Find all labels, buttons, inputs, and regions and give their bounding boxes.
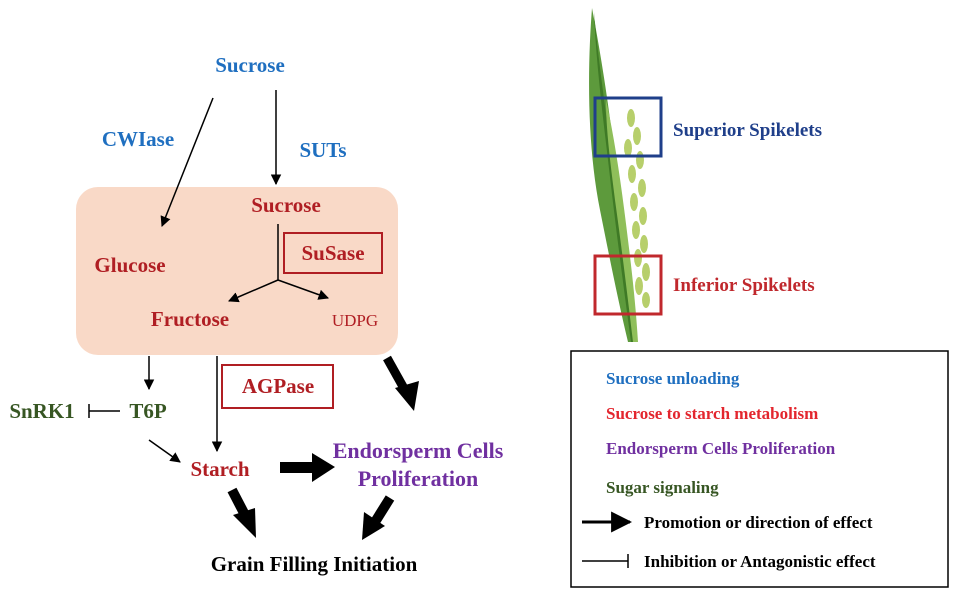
label-fructose: Fructose [151,307,229,331]
superior-spikelets-box [593,96,663,158]
label-starch: Starch [190,457,249,481]
cell-region [76,187,398,355]
legend-sucrose-unloading: Sucrose unloading [606,369,740,388]
label-sucrose-cell: Sucrose [251,193,321,217]
label-superior-spikelets: Superior Spikelets [673,120,822,141]
arrow-cwiase [160,97,214,227]
label-cwiase: CWIase [102,127,174,151]
label-sucrose-source: Sucrose [215,53,285,77]
legend-inhibition: Inhibition or Antagonistic effect [644,552,876,571]
legend-promotion: Promotion or direction of effect [644,513,873,532]
arrow-starch-signal [148,439,181,463]
label-endosperm-2: Proliferation [358,466,479,491]
legend-signaling: Sugar signaling [606,478,719,497]
legend-proliferation: Endorsperm Cells Proliferation [606,439,836,458]
susase-box [283,232,383,274]
agpase-box [221,364,334,409]
thick-arrow-endosperm-to-grain [362,495,395,540]
legend-box [570,350,949,588]
arrow-udpg [277,279,329,300]
label-inferior-spikelets: Inferior Spikelets [673,275,815,296]
legend-metabolism: Sucrose to starch metabolism [606,404,818,423]
label-glucose: Glucose [94,253,165,277]
thick-arrow-starch-to-endosperm [280,453,335,482]
label-udpg: UDPG [332,311,378,330]
thick-arrow-cell-to-endosperm [383,355,419,411]
label-agpase: AGPase [242,374,314,398]
label-susase: SuSase [301,241,364,265]
label-suts: SUTs [299,138,346,162]
arrow-fructose [228,279,279,303]
label-grain-filling: Grain Filling Initiation [211,552,418,576]
inferior-spikelets-box [593,254,663,316]
thick-arrow-starch-to-grain [227,487,256,538]
label-snrk1: SnRK1 [9,399,74,423]
rice-panicle-image [589,8,650,342]
label-t6p: T6P [129,399,167,423]
label-endosperm-1: Endorsperm Cells [333,438,504,463]
